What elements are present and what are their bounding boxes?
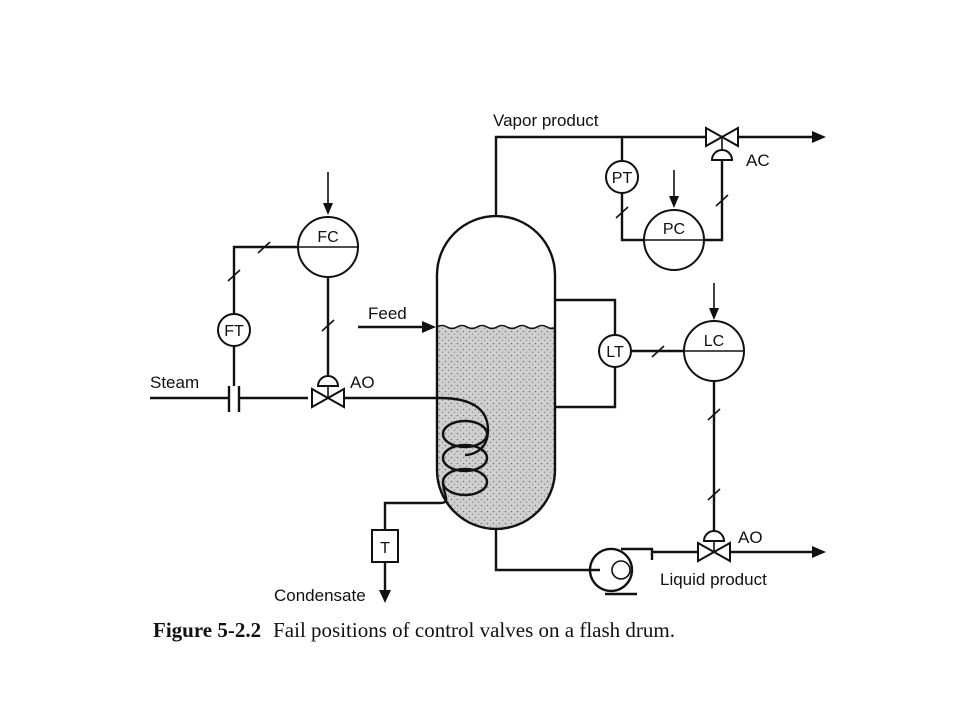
vapor-control-valve <box>705 126 739 161</box>
steam-label: Steam <box>150 373 199 392</box>
fc-label: FC <box>317 229 338 246</box>
steam-trap-label: T <box>380 540 390 557</box>
liquid-product-label: Liquid product <box>660 570 767 589</box>
lt-label: LT <box>606 344 624 361</box>
pc-label: PC <box>663 221 685 238</box>
lc-label: LC <box>704 333 724 350</box>
pt-label: PT <box>612 170 633 187</box>
drum-liquid <box>437 327 555 529</box>
vapor-valve-fail-label: AC <box>746 151 770 170</box>
steam-control-valve <box>311 375 345 409</box>
liquid-control-valve <box>697 530 731 563</box>
drum-shell <box>435 214 557 531</box>
flash-drum <box>435 214 557 531</box>
figure-caption: Figure 5-2.2 Fail positions of control v… <box>153 618 675 642</box>
steam-trap <box>371 529 399 563</box>
vapor-product-label: Vapor product <box>493 111 599 130</box>
liquid-valve-fail-label: AO <box>738 528 763 547</box>
feed-label: Feed <box>368 304 407 323</box>
ft-label: FT <box>224 323 244 340</box>
vapor-line <box>494 131 826 216</box>
condensate-label: Condensate <box>274 586 366 605</box>
steam-valve-fail-label: AO <box>350 373 375 392</box>
heating-coil <box>439 396 490 505</box>
figure-number: Figure 5-2.2 <box>153 618 261 642</box>
figure-caption-text: Fail positions of control valves on a fl… <box>273 618 675 642</box>
liquid-surface <box>436 324 556 330</box>
centrifugal-pump <box>588 547 654 596</box>
